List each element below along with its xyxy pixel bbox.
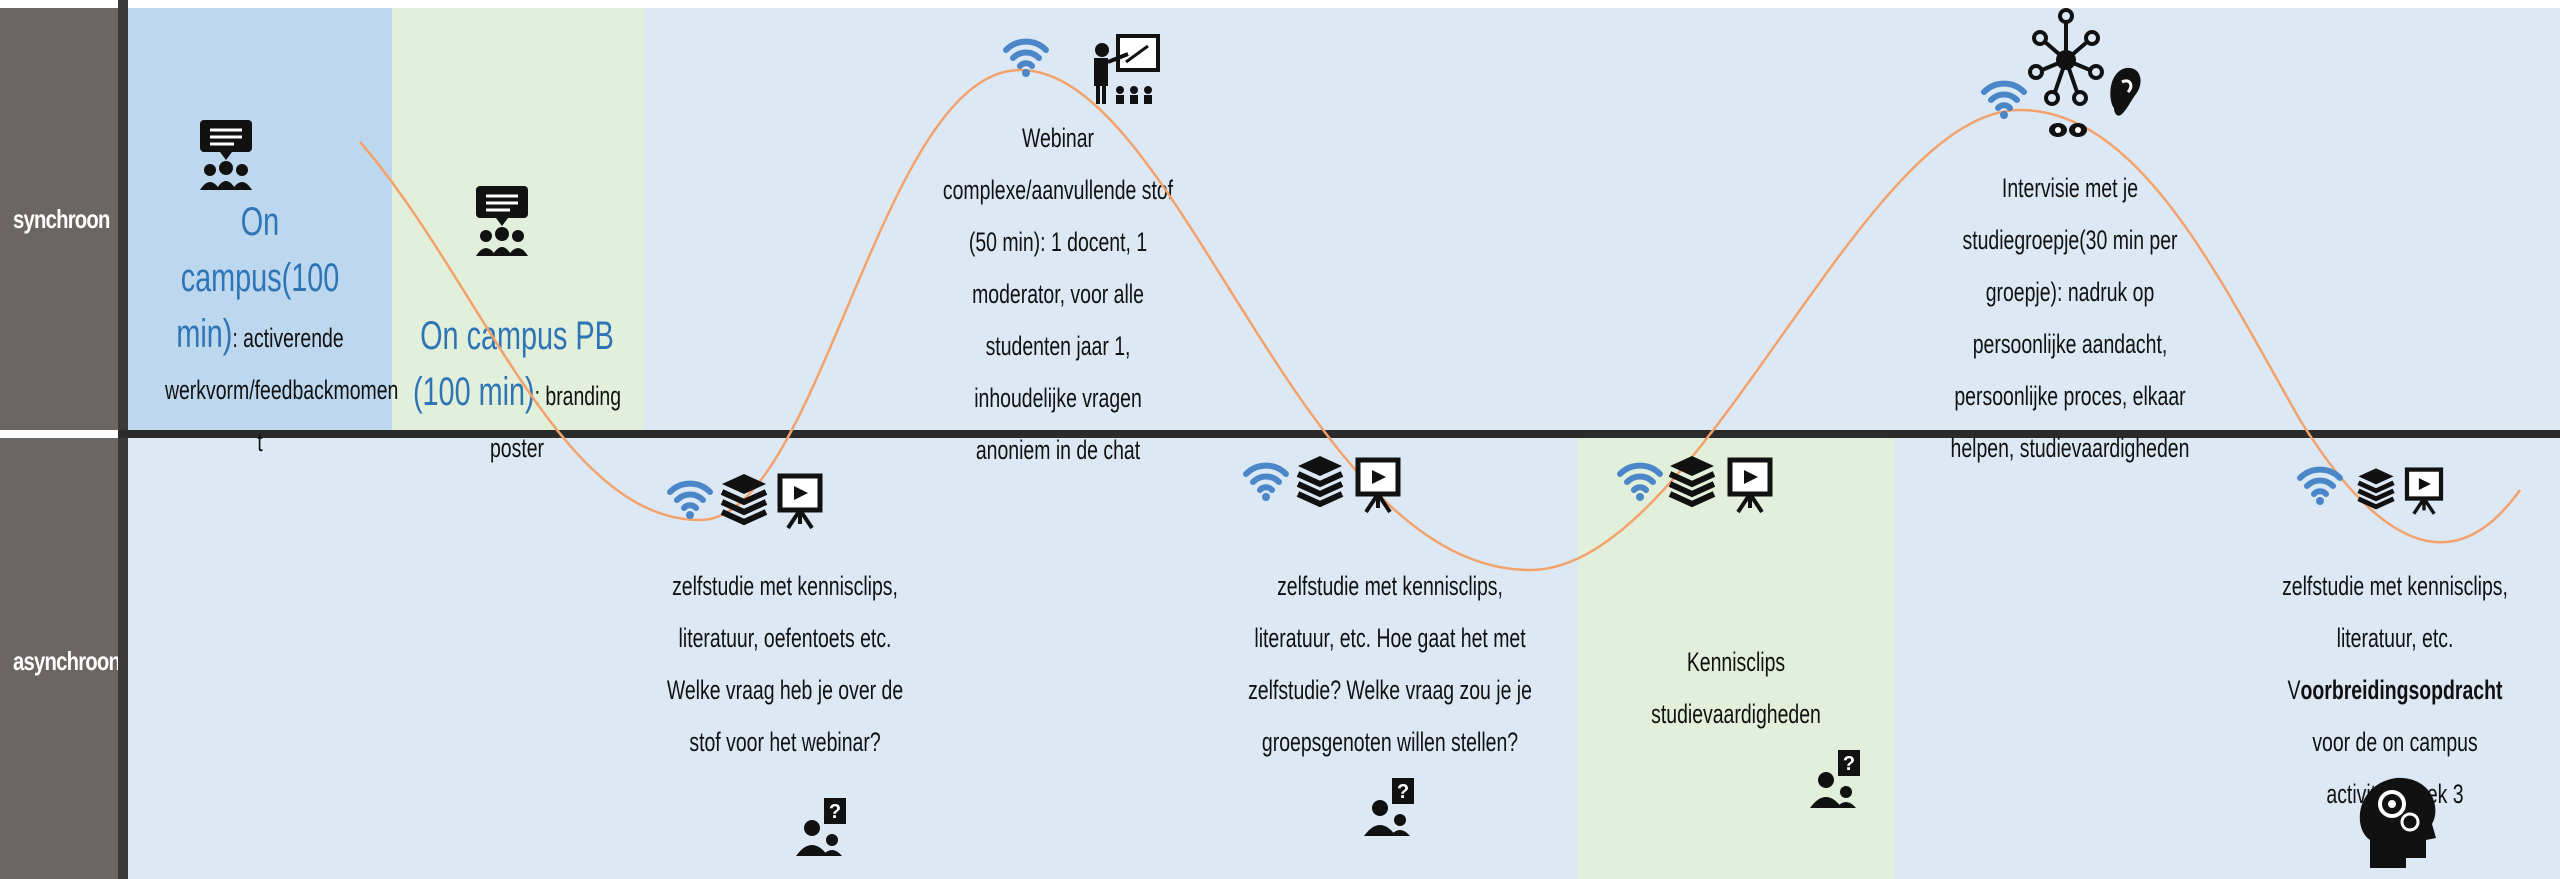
asynchronous-label-cell: asynchroon [0, 438, 121, 879]
on-campus-pb-block: On campus PB (100 min): branding poster [372, 310, 662, 474]
zelfstudie-3-task-bold: oorbreidingsopdracht [2300, 675, 2503, 705]
zelfstudie-3-task-prefix: V [2287, 675, 2301, 705]
zelfstudie-1-block: zelfstudie met kennisclips, literatuur, … [620, 560, 950, 768]
label-separator [118, 0, 128, 879]
webinar-block: Webinar complexe/aanvullende stof (50 min… [888, 112, 1228, 476]
on-campus-block: On campus(100 min): activerende werkvorm… [128, 196, 398, 468]
webinar-title: Webinar [1021, 123, 1095, 153]
synchronous-label: synchroon [12, 204, 110, 234]
webinar-description: complexe/aanvullende stof (50 min): 1 do… [942, 175, 1174, 465]
kennisclips-description: Kennisclips studievaardigheden [1651, 647, 1821, 729]
zelfstudie-3-block: zelfstudie met kennisclips, literatuur, … [2230, 560, 2560, 820]
intervisie-description: Intervisie met je studiegroepje(30 min p… [1950, 173, 2190, 463]
synchronous-label-cell: synchroon [0, 8, 118, 430]
kennisclips-block: Kennisclips studievaardigheden [1566, 636, 1906, 740]
intervisie-block: Intervisie met je studiegroepje(30 min p… [1880, 162, 2260, 474]
zelfstudie-1-description: zelfstudie met kennisclips, literatuur, … [666, 571, 904, 757]
on-campus-highlight [128, 8, 392, 430]
zelfstudie-3-description: zelfstudie met kennisclips, literatuur, … [2282, 571, 2508, 653]
zelfstudie-2-block: zelfstudie met kennisclips, literatuur, … [1180, 560, 1600, 768]
asynchronous-label: asynchroon [12, 646, 121, 676]
zelfstudie-3-task-rest: voor de on campus activiteit week 3 [2312, 727, 2478, 809]
zelfstudie-2-description: zelfstudie met kennisclips, literatuur, … [1248, 571, 1532, 757]
on-campus-title: On campus(100 min) [176, 200, 340, 356]
